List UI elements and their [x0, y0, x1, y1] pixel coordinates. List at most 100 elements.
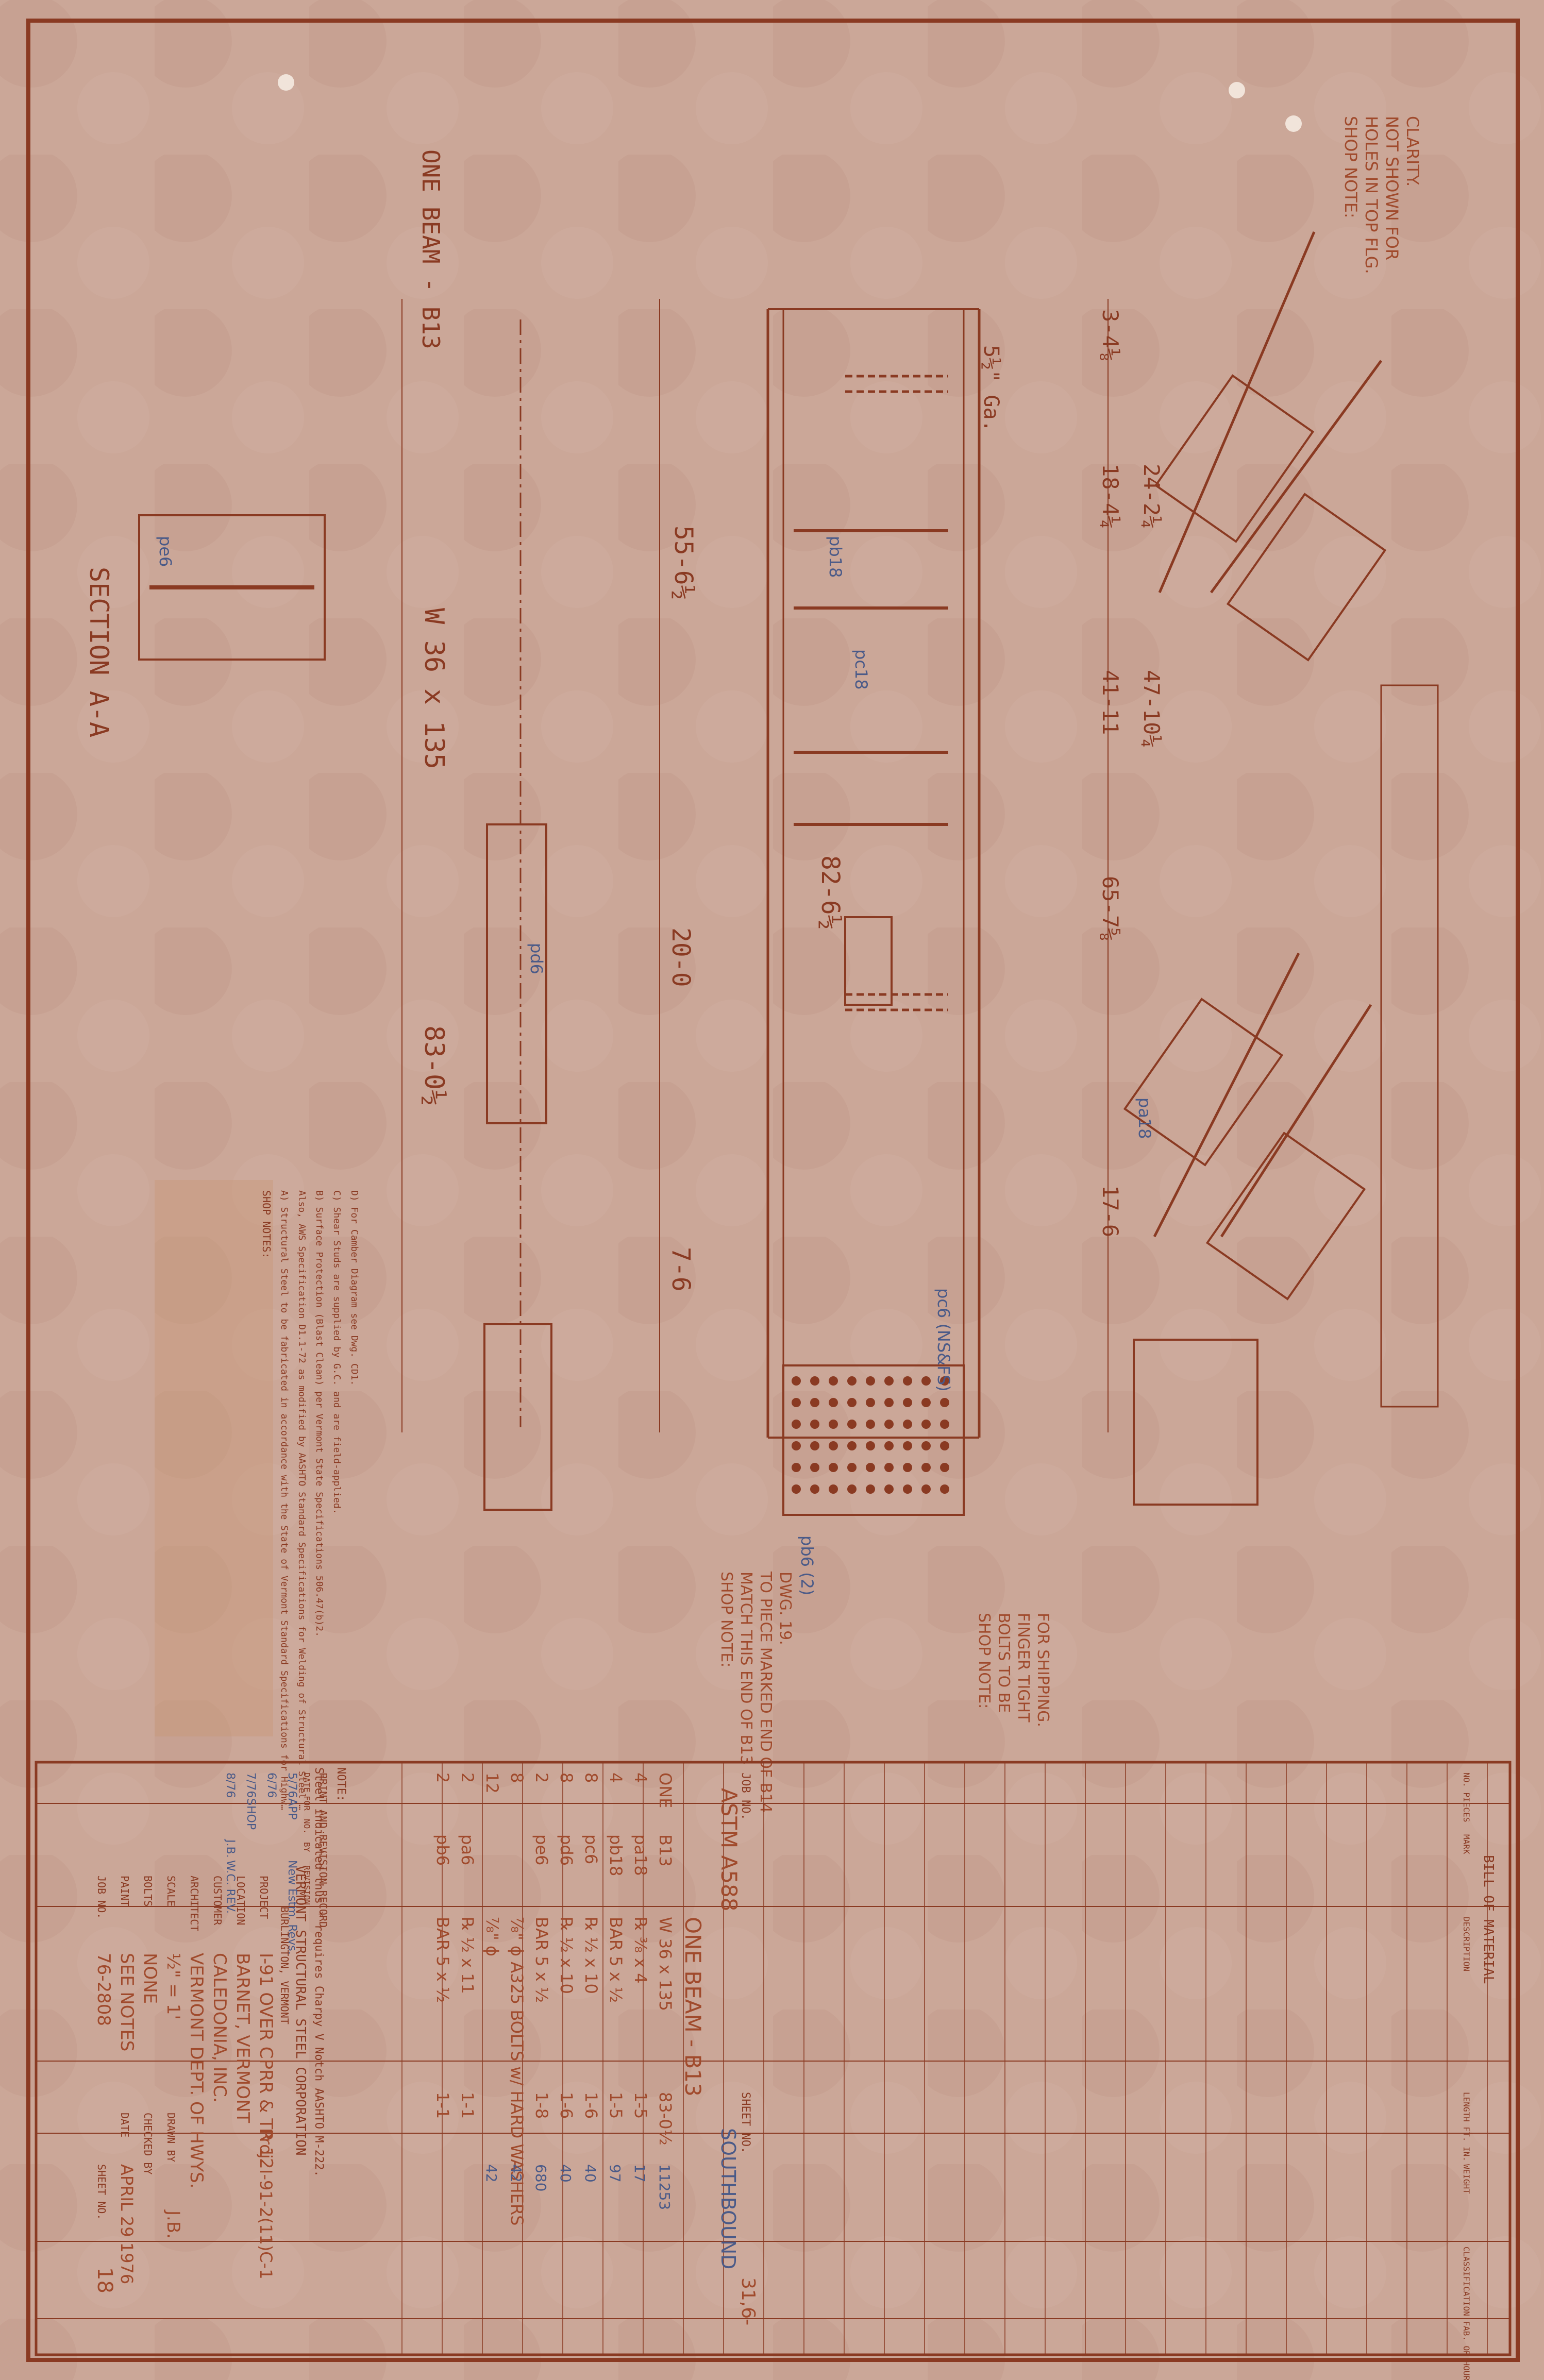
bolt-hole [921, 1376, 931, 1386]
shop-note-item: C) Shear Studs are supplied by G.C. and … [331, 1190, 342, 1514]
bolts-label: BOLTS [142, 1876, 154, 1906]
shop-note-item: B) Surface Protection (Blast Clean) per … [314, 1190, 325, 1637]
bolt-hole [940, 1376, 949, 1386]
bom-cell-pieces: 2 [433, 1773, 452, 1783]
bom-title: BILL OF MATERIAL [1481, 1855, 1496, 1984]
svg-text:SHOP NOTE:: SHOP NOTE: [1341, 116, 1361, 218]
bolt-hole [903, 1441, 912, 1450]
bom-cell-pieces: ONE [656, 1773, 675, 1808]
bolt-hole [903, 1398, 912, 1407]
project-label: PROJECT [258, 1876, 270, 1919]
dimension-label: 18-4¼ [1098, 464, 1123, 529]
dimension-label: 3-4⅛ [1098, 309, 1123, 361]
svg-text:HOLES IN TOP FLG.: HOLES IN TOP FLG. [1362, 116, 1381, 274]
plate-mark-label: pd6 [527, 943, 546, 974]
section-label: SECTION A-A [84, 567, 114, 737]
bolt-hole [829, 1420, 838, 1429]
svg-text:FOR SHIPPING.: FOR SHIPPING. [1034, 1613, 1052, 1727]
bolt-hole [810, 1376, 819, 1386]
project-number: Proj. I-91-2(11)C-1 [256, 2128, 276, 2280]
dimension-label: 17-6 [1098, 1185, 1123, 1237]
bolt-hole [810, 1441, 819, 1450]
bom-cell-length: 1-6 [557, 2092, 576, 2119]
bom-cell-length: 1-5 [606, 2092, 626, 2119]
bom-group: ONE BEAM - B13 [680, 1917, 706, 2097]
revision-column-header: DATE [302, 1773, 312, 1793]
bom-cell-mark: pa18 [631, 1834, 650, 1876]
plate-mark-label: pa18 [1135, 1098, 1154, 1139]
bolt-hole [866, 1398, 875, 1407]
bolt-hole [884, 1420, 894, 1429]
bom-cell-weight: 40 [582, 2164, 599, 2183]
bom-cell-pieces: 4 [631, 1773, 650, 1783]
beam-elevation [138, 231, 1439, 1516]
sheet-no-label: SHEET NO. [95, 2164, 108, 2220]
architect-value: VERMONT DEPT. OF HWYS. [186, 1953, 207, 2188]
bom-cell-description: ⅞" ϕ [482, 1917, 502, 1956]
bolt-hole [884, 1376, 894, 1386]
bom-column-header: LENGTH FT. IN. [1462, 2092, 1471, 2162]
bolt-hole [847, 1376, 857, 1386]
bom-cell-weight: 17 [631, 2164, 648, 2183]
bom-column-header: MARK [1462, 1834, 1471, 1854]
splice-bolt-pattern [782, 1364, 965, 1516]
bolt-hole [847, 1441, 857, 1450]
flange-splice-plan [483, 1323, 552, 1511]
punch-hole [1229, 82, 1245, 98]
dimension-label: 65-7⅝ [1098, 876, 1123, 941]
bolt-hole [792, 1463, 801, 1472]
revision-column-header: BY [302, 1842, 312, 1852]
web-length: 82-6½ [816, 855, 845, 930]
svg-text:BOLTS TO BE: BOLTS TO BE [995, 1613, 1013, 1713]
gage-dim: 5½" Ga. [979, 345, 1003, 432]
bolt-hole [866, 1463, 875, 1472]
dimension-label: 47-10¼ [1139, 670, 1164, 748]
bom-cell-length: 1-1 [433, 2092, 452, 2119]
bom-cell-weight: 40 [557, 2164, 574, 2183]
bolt-hole [884, 1398, 894, 1407]
revision-by: J.B. [224, 1838, 237, 1858]
sheet-no-value: 18 [93, 2267, 116, 2293]
revision-for: SHOP [244, 1798, 257, 1830]
shop-notes: SHOP NOTES: A) Structural Steel to be fa… [260, 1190, 360, 1810]
architect-label: ARCHITECT [188, 1876, 200, 1931]
bolt-hole [792, 1484, 801, 1494]
location-label: LOCATION [234, 1876, 247, 1925]
bill-of-material [35, 1761, 1512, 2356]
bolt-hole [884, 1441, 894, 1450]
drawn-by-value: J.B. [163, 2209, 183, 2239]
paint-value: SEE NOTES [116, 1953, 137, 2051]
revision-header: PRINT AND REVISION RECORD [317, 1773, 329, 1928]
svg-text:NOT SHOWN FOR: NOT SHOWN FOR [1382, 116, 1402, 260]
revision-text: W.C. REV. [224, 1860, 237, 1914]
bolt-hole [829, 1441, 838, 1450]
bolt-hole [940, 1463, 949, 1472]
location-value: BARNET, VERMONT [232, 1953, 253, 2123]
customer-label: CUSTOMER [211, 1876, 224, 1926]
scale-label: SCALE [165, 1876, 177, 1906]
revision-text: New Estm. Revs. [286, 1860, 298, 1955]
bom-cell-weight: 680 [532, 2164, 549, 2191]
bom-cell-pieces: 2 [458, 1773, 477, 1783]
bolt-hole [847, 1398, 857, 1407]
date-label: DATE [119, 2113, 131, 2137]
revision-date: 7/76 [244, 1773, 257, 1798]
plate-mark-label: pc6 (NS&FS) [934, 1288, 953, 1392]
shop-note-bolts: SHOP NOTE: BOLTS TO BE FINGER TIGHT FOR … [975, 1613, 1052, 1727]
svg-text:SHOP NOTE:: SHOP NOTE: [717, 1572, 735, 1667]
bolt-hole [847, 1420, 857, 1429]
bolt-hole [940, 1484, 949, 1494]
bom-cell-description: BAR 5 x ½ [433, 1917, 452, 2003]
stud-zone: 20-0 [666, 927, 695, 987]
revision-column-header: FOR [302, 1796, 312, 1811]
bom-cell-description: ℞ ⅜ x 4 [631, 1917, 650, 1984]
length-a: 55-6½ [669, 526, 698, 600]
plate-mark-label: pc18 [851, 649, 871, 690]
bom-cell-mark: pb6 [433, 1834, 452, 1866]
svg-text:SHOP NOTE:: SHOP NOTE: [975, 1613, 993, 1709]
bolt-hole [847, 1484, 857, 1494]
bom-total: 31,6- [737, 2277, 759, 2325]
